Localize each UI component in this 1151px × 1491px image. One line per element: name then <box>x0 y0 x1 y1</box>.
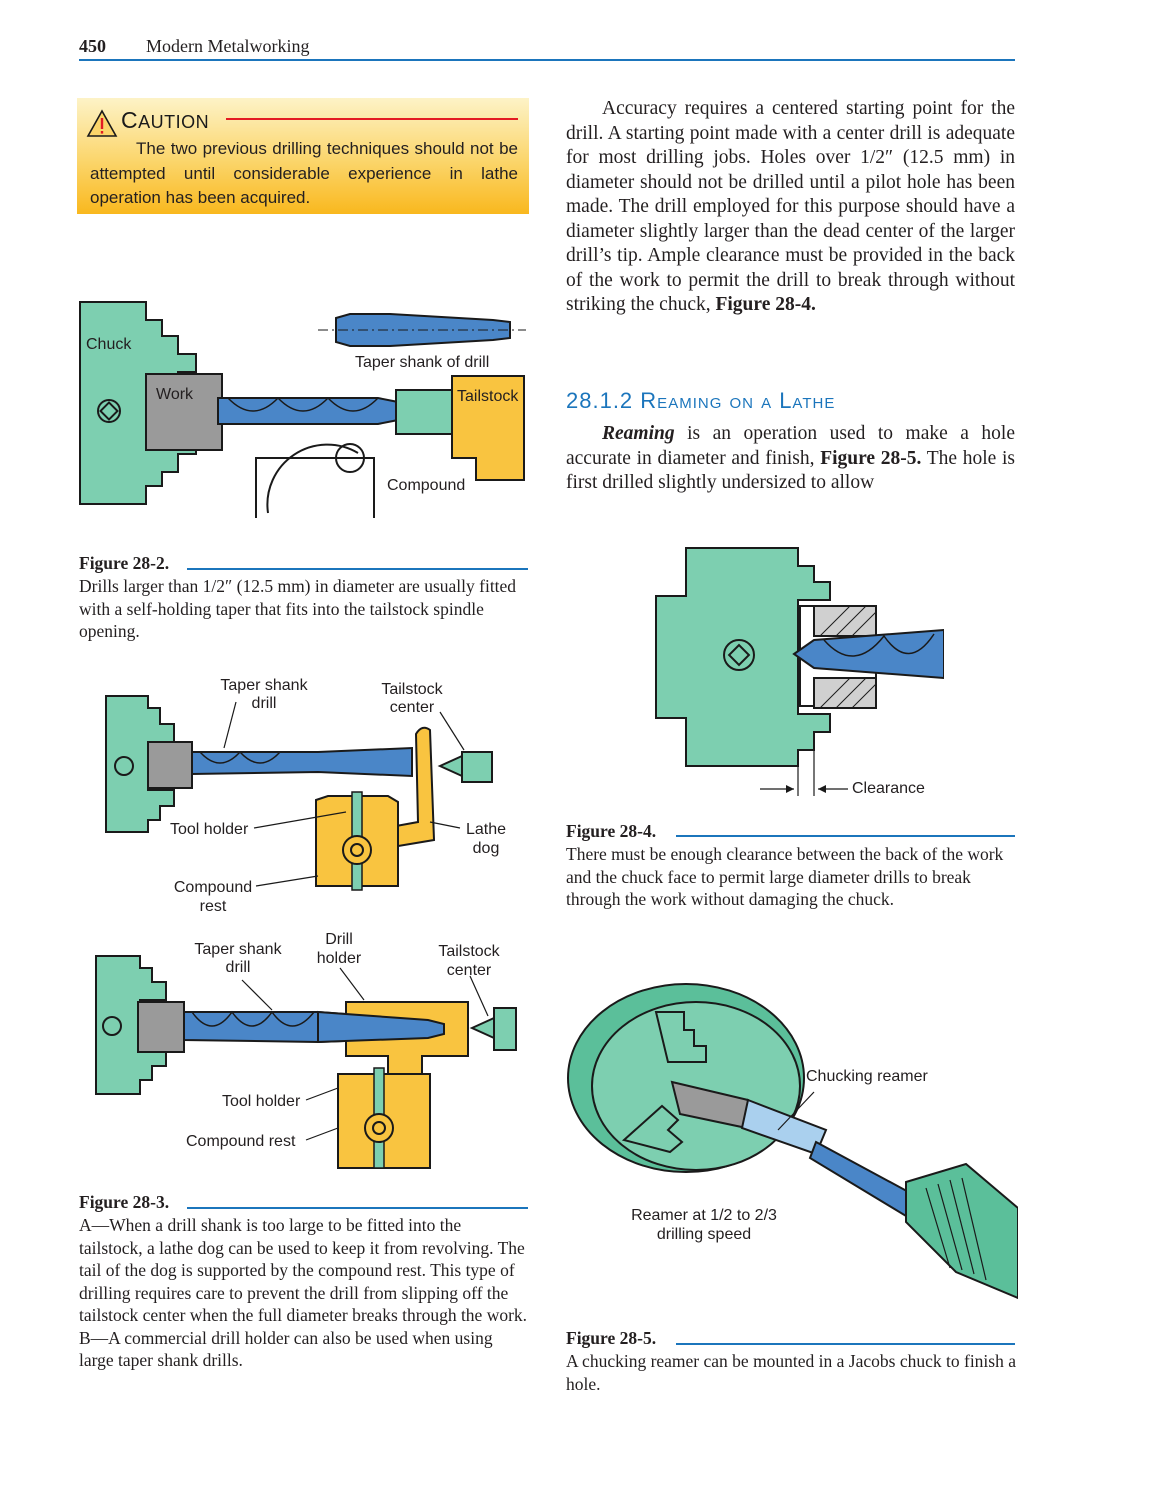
label-tailstock-a1: Tailstock <box>381 681 443 698</box>
book-title: Modern Metalworking <box>146 36 310 56</box>
label-compound-a2: rest <box>200 898 227 915</box>
warning-triangle-icon <box>86 109 118 137</box>
label-drill-holder-2: holder <box>317 950 362 967</box>
label-taper-shank-a1: Taper shank <box>220 677 308 694</box>
figure-28-3-rule <box>187 1207 528 1209</box>
label-reamer-speed-1: Reamer at 1/2 to 2/3 <box>631 1207 777 1224</box>
para1-figure-ref: Figure 28-4. <box>715 294 816 315</box>
label-compound-rest-b: Compound rest <box>186 1133 296 1150</box>
section-heading: 28.1.2 Reaming on a Lathe <box>566 388 835 414</box>
caution-title-initial: C <box>121 107 139 133</box>
caution-title: CAUTION <box>121 107 209 134</box>
label-taper-shank-a2: drill <box>252 695 277 712</box>
body-paragraph-2: Reaming is an operation used to make a h… <box>566 422 1015 496</box>
figure-28-4-caption: There must be enough clearance between t… <box>566 844 1004 909</box>
label-lathe-dog-2: dog <box>473 840 500 857</box>
label-tailstock-b1: Tailstock <box>438 943 500 960</box>
chuck-key-socket <box>97 399 121 423</box>
label-clearance: Clearance <box>852 780 925 797</box>
label-drill-holder-1: Drill <box>325 931 353 948</box>
figure-28-3-label: Figure 28-3. <box>79 1192 170 1212</box>
work-piece <box>145 373 223 451</box>
para2-text-a: is an operation used to make a hole accu… <box>566 423 1015 469</box>
section-title: Reaming on a Lathe <box>640 388 836 413</box>
figure-28-3-caption: A—When a drill shank is too large to be … <box>79 1215 528 1370</box>
page-number: 450 <box>79 36 106 56</box>
label-tailstock-b2: center <box>447 962 492 979</box>
figure-28-3b-illustration: Taper shank drill Drill holder Tailstock… <box>95 931 517 1169</box>
caution-box <box>77 98 529 214</box>
figure-28-3a-illustration: Taper shank drill Tailstock center Tool … <box>105 677 506 915</box>
label-compound-a1: Compound <box>174 879 252 896</box>
caution-text: The two previous drilling techniques sho… <box>90 139 518 207</box>
para2-figure-ref: Figure 28-5. <box>820 447 922 469</box>
compound-ring <box>266 443 359 514</box>
figure-28-2-caption: Drills larger than 1/2″ (12.5 mm) in dia… <box>79 576 517 641</box>
label-work: Work <box>156 386 194 403</box>
figure-28-2-illustration: Chuck Work Taper shank of drill Tailstoc… <box>79 301 526 518</box>
label-reamer-speed-2: drilling speed <box>656 1226 752 1243</box>
label-lathe-dog-1: Lathe <box>466 821 506 838</box>
tailstock-spindle <box>395 389 453 435</box>
label-tailstock-a2: center <box>390 699 435 716</box>
figure-28-5-rule <box>676 1343 1015 1345</box>
section-number: 28.1.2 <box>566 388 634 413</box>
label-taper-shank: Taper shank of drill <box>355 354 489 371</box>
label-taper-shank-b2: drill <box>226 959 251 976</box>
body-paragraph-1: Accuracy requires a centered starting po… <box>566 97 1015 318</box>
caution-rule <box>226 118 518 120</box>
label-taper-shank-b1: Taper shank <box>194 941 282 958</box>
para2-text-b: The hole is first drilled slightly under… <box>566 447 1015 494</box>
label-tailstock: Tailstock <box>457 388 519 405</box>
jacobs-chuck <box>905 1162 1018 1300</box>
label-tool-holder-b: Tool holder <box>222 1093 301 1110</box>
label-chucking-reamer: Chucking reamer <box>806 1068 928 1085</box>
chuck-28-5 <box>591 1001 801 1171</box>
label-tool-holder-a: Tool holder <box>170 821 249 838</box>
figure-28-4-label: Figure 28-4. <box>566 821 657 841</box>
para1-text: Accuracy requires a centered starting po… <box>566 98 1015 315</box>
label-compound: Compound <box>387 477 465 494</box>
figure-28-2-label: Figure 28-2. <box>79 553 170 573</box>
tailstock-body <box>451 375 525 481</box>
figure-28-2-rule <box>187 568 528 570</box>
drill-28-4 <box>792 628 944 680</box>
para2-term: Reaming <box>602 423 675 444</box>
figure-28-5-label: Figure 28-5. <box>566 1328 657 1348</box>
caution-title-rest: AUTION <box>138 112 210 132</box>
label-reamer-speed: Reamer at 1/2 to 2/3 drilling speed <box>598 1206 810 1244</box>
figure-28-4-illustration <box>655 547 944 796</box>
label-chuck: Chuck <box>86 336 132 353</box>
header-rule <box>79 59 1015 61</box>
drill-3a <box>191 746 413 778</box>
figure-28-5-illustration <box>567 983 1018 1300</box>
figure-28-5-caption: A chucking reamer can be mounted in a Ja… <box>566 1351 1016 1394</box>
figure-28-4-rule <box>676 835 1015 837</box>
